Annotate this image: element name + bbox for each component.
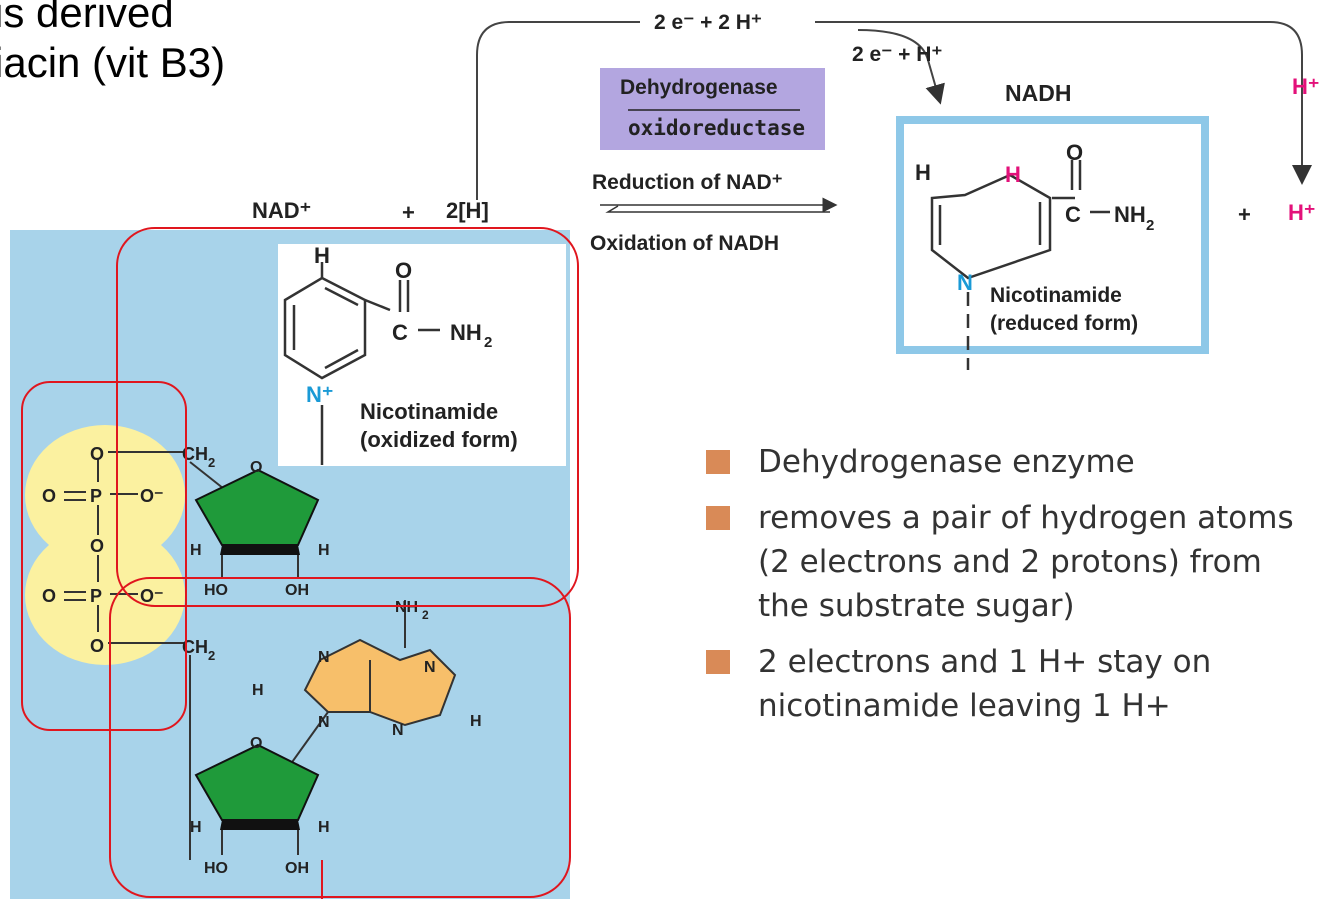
svg-text:O: O [1066, 140, 1083, 165]
h-plus-top: H⁺ [1292, 74, 1320, 99]
svg-text:O: O [90, 444, 104, 464]
svg-text:NH: NH [1114, 202, 1146, 227]
svg-text:O⁻: O⁻ [140, 486, 164, 506]
svg-text:OH: OH [285, 582, 309, 599]
svg-text:H: H [1005, 162, 1021, 187]
nicotinamide-oxidized-structure [283, 262, 440, 465]
svg-text:N: N [318, 649, 330, 666]
svg-text:O: O [42, 486, 56, 506]
nad-label: NAD⁺ [252, 198, 312, 223]
svg-text:N: N [392, 722, 404, 739]
nicotinamide-reduced-label: Nicotinamide (reduced form) [990, 284, 1139, 335]
bullet-square-icon [706, 450, 730, 474]
enzyme-box [600, 68, 825, 150]
svg-text:O: O [42, 586, 56, 606]
top-electrons-label: 2 e⁻ + 2 H⁺ [648, 10, 768, 35]
bullet-square-icon [706, 650, 730, 674]
svg-text:P: P [90, 586, 102, 606]
svg-text:H: H [314, 243, 330, 268]
svg-text:2: 2 [208, 455, 215, 470]
inner-electron-arrow [857, 29, 945, 105]
svg-text:O: O [90, 636, 104, 656]
slide-title-line-1: is derived [0, 0, 174, 36]
svg-text:H: H [318, 819, 330, 836]
oxidation-arrow [605, 205, 830, 213]
phosphate-group-2 [25, 525, 185, 665]
svg-text:C: C [1065, 202, 1081, 227]
oxidation-label: Oxidation of NADH [590, 232, 779, 255]
svg-text:N: N [318, 714, 330, 731]
svg-text:2: 2 [484, 334, 492, 351]
adenine-structure: NH 2 N N H N N H [252, 599, 482, 766]
svg-text:O⁻: O⁻ [140, 586, 164, 606]
svg-text:H: H [470, 713, 482, 730]
electron-transfer-path [476, 21, 1302, 200]
highlight-nicotinamide-ribose [116, 227, 579, 607]
svg-text:C: C [392, 320, 408, 345]
inner-electrons-label: 2 e⁻ + H⁺ [852, 43, 943, 66]
svg-text:N⁺: N⁺ [306, 382, 334, 407]
enzyme-label-line-1: Dehydrogenase [620, 76, 778, 99]
bullet-item: Dehydrogenase enzyme [706, 440, 1316, 484]
svg-text:NH: NH [395, 599, 418, 616]
svg-text:N: N [424, 659, 436, 676]
svg-text:O: O [395, 258, 412, 283]
highlight-adenine-ribose [109, 577, 571, 898]
svg-text:2: 2 [422, 608, 429, 622]
nicotinamide-oxidized-label: Nicotinamide (oxidized form) [360, 399, 518, 452]
svg-text:N: N [957, 270, 973, 295]
svg-text:CH: CH [182, 637, 208, 657]
hydrogen-label: 2[H] [446, 198, 489, 223]
svg-text:H: H [190, 819, 202, 836]
svg-text:H: H [190, 542, 202, 559]
svg-text:HO: HO [204, 582, 228, 599]
reduction-label: Reduction of NAD⁺ [592, 171, 783, 194]
bullet-item: removes a pair of hydrogen atoms (2 elec… [706, 496, 1316, 628]
bullet-item: 2 electrons and 1 H+ stay on nicotinamid… [706, 640, 1316, 728]
nadh-box [896, 116, 1209, 354]
svg-text:O: O [250, 735, 262, 752]
svg-text:H: H [318, 542, 330, 559]
bullet-square-icon [706, 506, 730, 530]
plus-sign-right: + [1238, 202, 1251, 227]
svg-text:H: H [915, 160, 931, 185]
h-plus-bottom: H⁺ [1288, 200, 1316, 225]
svg-text:O: O [90, 536, 104, 556]
plus-sign-left: + [402, 200, 415, 225]
svg-text:2: 2 [1146, 217, 1154, 234]
svg-text:2: 2 [208, 648, 215, 663]
svg-text:H: H [252, 682, 264, 699]
svg-text:CH: CH [182, 444, 208, 464]
highlight-phosphates [21, 381, 187, 731]
enzyme-label-line-2: oxidoreductase [628, 116, 806, 140]
nicotinamide-reduced-structure [930, 160, 1110, 370]
slide-title: is derived iacin (vit B3) [0, 0, 225, 88]
svg-text:OH: OH [285, 860, 309, 877]
phosphate-group-1 [25, 425, 185, 565]
svg-text:HO: HO [204, 860, 228, 877]
svg-text:O: O [250, 459, 262, 476]
slide-title-line-2: iacin (vit B3) [0, 39, 226, 86]
svg-text:P: P [90, 486, 102, 506]
nadh-label: NADH [1005, 80, 1072, 106]
svg-text:NH: NH [450, 320, 482, 345]
bullet-list: Dehydrogenase enzyme removes a pair of h… [706, 440, 1316, 740]
